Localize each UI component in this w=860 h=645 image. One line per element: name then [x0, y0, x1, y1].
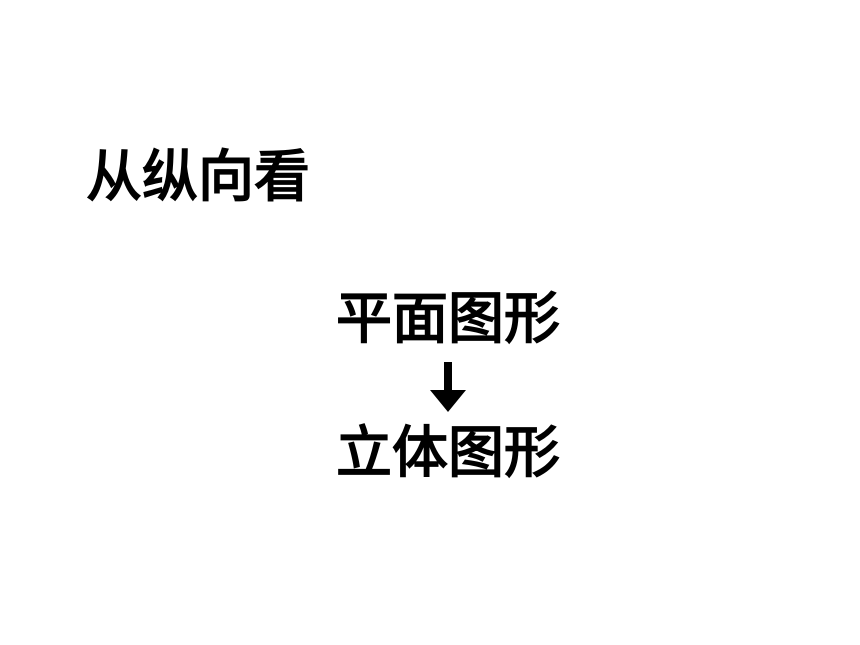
down-arrow-icon [430, 362, 466, 412]
flow-target-label: 立体图形 [336, 421, 560, 486]
slide-heading: 从纵向看 [86, 145, 310, 210]
transformation-flow: 平面图形 立体图形 [332, 292, 564, 482]
flow-source-label: 平面图形 [336, 287, 560, 352]
